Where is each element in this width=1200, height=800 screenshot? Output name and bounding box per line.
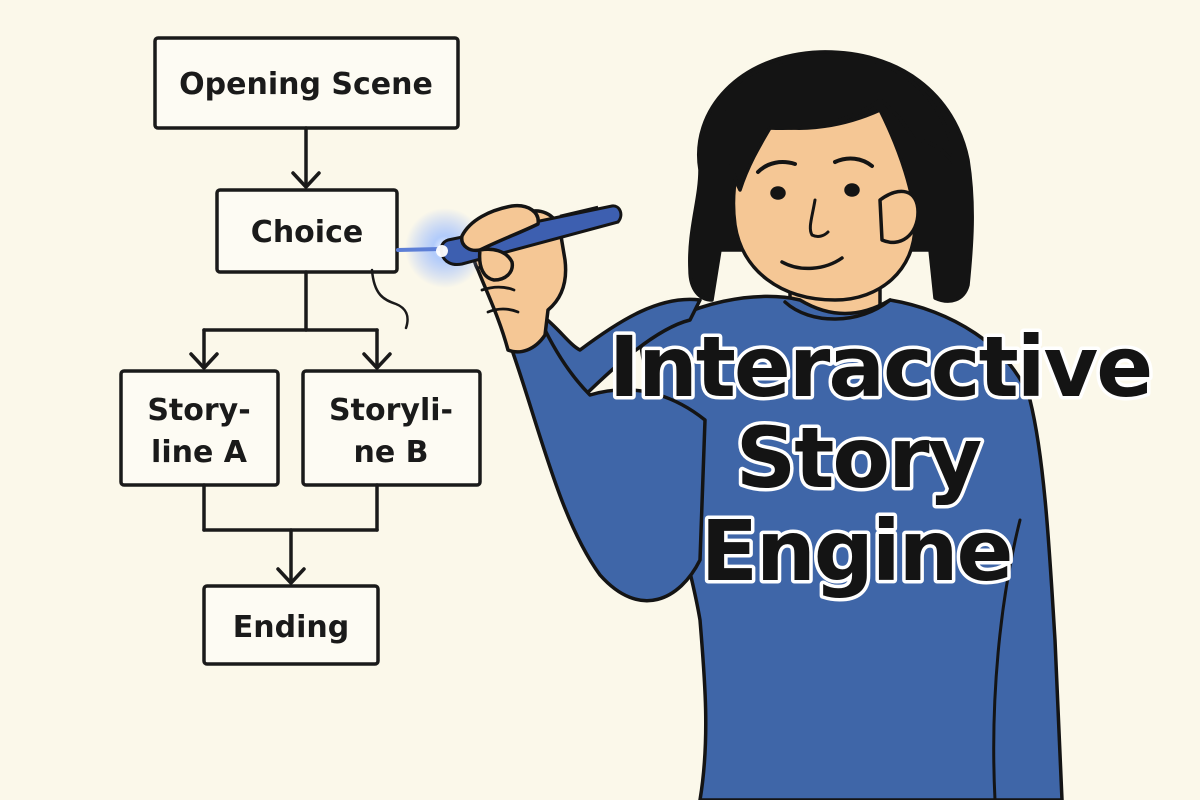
ending-label: Ending bbox=[233, 610, 349, 645]
ear bbox=[878, 189, 920, 245]
storyline-a-label-line2: line A bbox=[151, 435, 248, 470]
title-group: Interacctive Story Engine bbox=[605, 315, 1157, 604]
shirt-sleeve-lower bbox=[510, 328, 707, 603]
hand-front bbox=[460, 203, 540, 282]
eyebrow-right bbox=[833, 156, 874, 168]
storyline-b-label-line1: Storyli- bbox=[329, 393, 453, 428]
thumb bbox=[460, 203, 540, 253]
storyline-b-label-line2: ne B bbox=[353, 435, 428, 470]
storyline-a-node bbox=[119, 369, 280, 487]
shirt-torso bbox=[638, 294, 1064, 800]
title-line-3: Engine bbox=[701, 502, 1012, 600]
index-finger bbox=[477, 247, 515, 282]
flowchart bbox=[119, 36, 482, 666]
face bbox=[731, 108, 917, 302]
pen-clip bbox=[559, 205, 599, 218]
nose bbox=[808, 198, 830, 238]
eyebrow-left bbox=[756, 160, 797, 174]
pen-light-beam bbox=[396, 247, 442, 252]
eye-left bbox=[770, 186, 786, 200]
title-line-2: Story bbox=[736, 409, 982, 507]
pen-stroke-squiggle bbox=[370, 268, 409, 330]
title-line-1: Interacctive bbox=[609, 318, 1152, 416]
eye-right bbox=[844, 183, 860, 197]
storyline-b-node bbox=[301, 369, 482, 487]
arrowhead-ending bbox=[276, 567, 306, 585]
flowchart-labels: Opening Scene Choice Story- line A Story… bbox=[147, 67, 453, 645]
shirt-collar bbox=[783, 298, 892, 321]
storyline-a-label-line1: Story- bbox=[147, 393, 250, 428]
arrowhead-storyline-b bbox=[362, 352, 392, 370]
choice-label: Choice bbox=[251, 215, 363, 250]
pen-tip-light bbox=[436, 245, 448, 257]
ending-node bbox=[202, 584, 380, 666]
mouth bbox=[780, 256, 844, 271]
shirt-fold bbox=[992, 518, 1022, 800]
arrowhead-storyline-a bbox=[189, 352, 219, 370]
arrowhead-choice bbox=[291, 171, 321, 189]
person-illustration bbox=[471, 50, 1064, 800]
opening-scene-label: Opening Scene bbox=[179, 67, 433, 102]
hair-bangs bbox=[724, 53, 957, 192]
